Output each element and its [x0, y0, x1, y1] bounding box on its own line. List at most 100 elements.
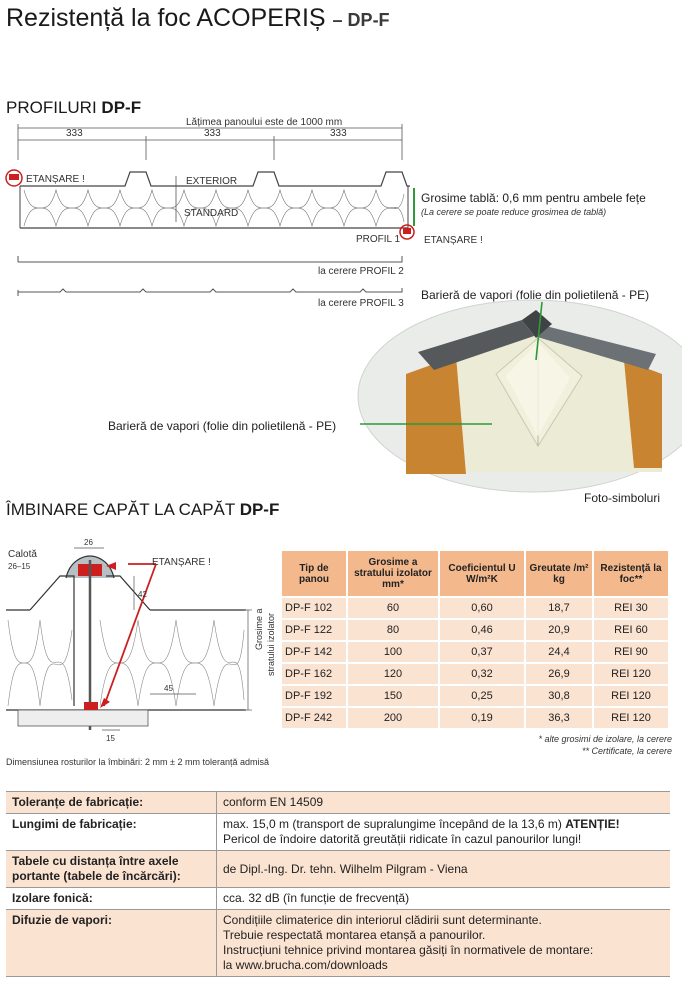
cell: DP-F 102	[282, 596, 348, 619]
table-row: DP-F 242 200 0,19 36,3 REI 120	[282, 706, 668, 728]
joint-heading: ÎMBINARE CAPĂT LA CAPĂT DP-F	[6, 500, 279, 520]
vapor-value: Condițiile climaterice din interiorul cl…	[216, 909, 670, 977]
joint-heading-bold: DP-F	[239, 500, 280, 519]
cell: 200	[347, 706, 440, 728]
spec-table-header: Tip de panou Grosime a stratului izolato…	[282, 551, 668, 597]
vapor-value-1: Condițiile climaterice din interiorul cl…	[223, 913, 542, 927]
spec-table: Tip de panou Grosime a stratului izolato…	[282, 551, 668, 728]
insulation-thickness-label-2: stratului izolator	[266, 612, 276, 676]
cell: 0,25	[439, 684, 526, 707]
exterior-label: EXTERIOR	[186, 176, 238, 187]
title-main: Rezistență la foc ACOPERIȘ	[6, 4, 326, 32]
cell: 0,46	[439, 618, 526, 641]
header-panel-type: Tip de panou	[282, 551, 348, 597]
cell: 0,60	[439, 596, 526, 619]
joint-seal-label: ETANȘARE !	[152, 557, 211, 568]
info-row-length: Lungimi de fabricație: max. 15,0 m (tran…	[6, 813, 670, 851]
info-row-tables: Tabele cu distanța între axele portante …	[6, 850, 670, 888]
cell: 30,8	[525, 684, 594, 707]
header-weight: Greutate /m² kg	[525, 551, 594, 597]
vapor-link[interactable]: la www.brucha.com/downloads	[223, 958, 388, 972]
length-value-1: max. 15,0 m (transport de supralungime î…	[223, 817, 562, 831]
profiles-heading-bold: DP-F	[101, 98, 142, 117]
sound-value: cca. 32 dB (în funcție de frecvență)	[216, 887, 670, 910]
vapor-value-2: Trebuie respectată montarea etanșă a pan…	[223, 928, 486, 942]
cell: REI 120	[593, 684, 668, 707]
table-row: DP-F 102 60 0,60 18,7 REI 30	[282, 596, 668, 619]
header-u-value: Coeficientul U W/m²K	[439, 551, 526, 597]
vapor-key: Difuzie de vapori:	[6, 909, 217, 977]
header-insulation: Grosime a stratului izolator mm*	[347, 551, 440, 597]
spec-note-1: * alte grosimi de izolare, la cerere	[538, 734, 672, 744]
vapor-barrier-label-left: Barieră de vapori (folie din polietilenă…	[108, 419, 337, 433]
cell: 26,9	[525, 662, 594, 685]
profiles-heading-text: PROFILURI	[6, 98, 97, 117]
cell: 0,37	[439, 640, 526, 663]
joint-drawing	[6, 547, 252, 731]
vapor-barrier-label-top: Barieră de vapori (folie din polietilenă…	[421, 288, 650, 302]
cell: 36,3	[525, 706, 594, 728]
profile-drawing	[5, 124, 415, 296]
joint-heading-text: ÎMBINARE CAPĂT LA CAPĂT	[6, 500, 235, 519]
spec-note-2: ** Certificate, la cerere	[581, 746, 672, 756]
cell: 0,32	[439, 662, 526, 685]
cell: REI 60	[593, 618, 668, 641]
cell: REI 120	[593, 662, 668, 685]
cell: 80	[347, 618, 440, 641]
seal-left-label: ETANȘARE !	[26, 174, 85, 185]
info-row-sound: Izolare fonică: cca. 32 dB (în funcție d…	[6, 887, 670, 910]
dimension-3: 333	[330, 128, 347, 139]
dimension-1: 333	[66, 128, 83, 139]
sheet-thickness-label: Grosime tablă: 0,6 mm pentru ambele fețe	[421, 191, 646, 205]
cell: 150	[347, 684, 440, 707]
table-row: DP-F 142 100 0,37 24,4 REI 90	[282, 640, 668, 663]
overlap-dimension: 45	[164, 684, 173, 693]
panel-photo	[357, 299, 682, 493]
cell: REI 120	[593, 706, 668, 728]
tolerance-key: Toleranțe de fabricație:	[6, 791, 217, 814]
title-suffix: – DP-F	[332, 10, 390, 30]
dimension-2: 333	[204, 128, 221, 139]
profil3-label: la cerere PROFIL 3	[318, 298, 404, 309]
vapor-value-3: Instrucțiuni tehnice privind montarea gă…	[223, 943, 594, 957]
cell: DP-F 192	[282, 684, 348, 707]
calota-label: Calotă	[8, 549, 37, 560]
cell: 18,7	[525, 596, 594, 619]
info-row-vapor: Difuzie de vapori: Condițiile climateric…	[6, 909, 670, 977]
cell: 24,4	[525, 640, 594, 663]
table-row: DP-F 192 150 0,25 30,8 REI 120	[282, 684, 668, 707]
gap-dimension: 15	[106, 734, 115, 743]
insulation-thickness-label-1: Grosime a	[254, 608, 264, 650]
cell: 0,19	[439, 706, 526, 728]
header-fire: Rezistență la foc**	[593, 551, 668, 597]
load-tables-value: de Dipl.-Ing. Dr. tehn. Wilhelm Pilgram …	[216, 850, 670, 888]
load-tables-key: Tabele cu distanța între axele portante …	[6, 850, 217, 888]
info-row-tolerance: Toleranțe de fabricație: conform EN 1450…	[6, 791, 670, 814]
joint-tolerance-note: Dimensiunea rosturilor la îmbinări: 2 mm…	[6, 757, 270, 767]
standard-label: STANDARD	[184, 208, 239, 219]
cell: DP-F 142	[282, 640, 348, 663]
tolerance-value: conform EN 14509	[216, 791, 670, 814]
cell: DP-F 242	[282, 706, 348, 728]
cell: REI 30	[593, 596, 668, 619]
table-row: DP-F 122 80 0,46 20,9 REI 60	[282, 618, 668, 641]
sound-key: Izolare fonică:	[6, 887, 217, 910]
cell: DP-F 162	[282, 662, 348, 685]
calota-dimension: 26–15	[8, 562, 31, 571]
length-attention: ATENȚIE!	[565, 817, 620, 831]
sheet-thickness-note: (La cerere se poate reduce grosimea de t…	[421, 207, 607, 217]
cap-width-dimension: 26	[84, 538, 93, 547]
rib-height-dimension: 42	[138, 590, 147, 599]
cell: 60	[347, 596, 440, 619]
cell: 100	[347, 640, 440, 663]
panel-width-label: Lățimea panoului este de 1000 mm	[186, 117, 343, 128]
seal-right-label: ETANȘARE !	[424, 235, 483, 246]
table-row: DP-F 162 120 0,32 26,9 REI 120	[282, 662, 668, 685]
cell: REI 90	[593, 640, 668, 663]
cell: 120	[347, 662, 440, 685]
profiles-heading: PROFILURI DP-F	[6, 98, 141, 118]
page-title: Rezistență la foc ACOPERIȘ – DP-F	[6, 4, 390, 33]
profil2-label: la cerere PROFIL 2	[318, 266, 404, 277]
length-key: Lungimi de fabricație:	[6, 813, 217, 851]
cell: DP-F 122	[282, 618, 348, 641]
